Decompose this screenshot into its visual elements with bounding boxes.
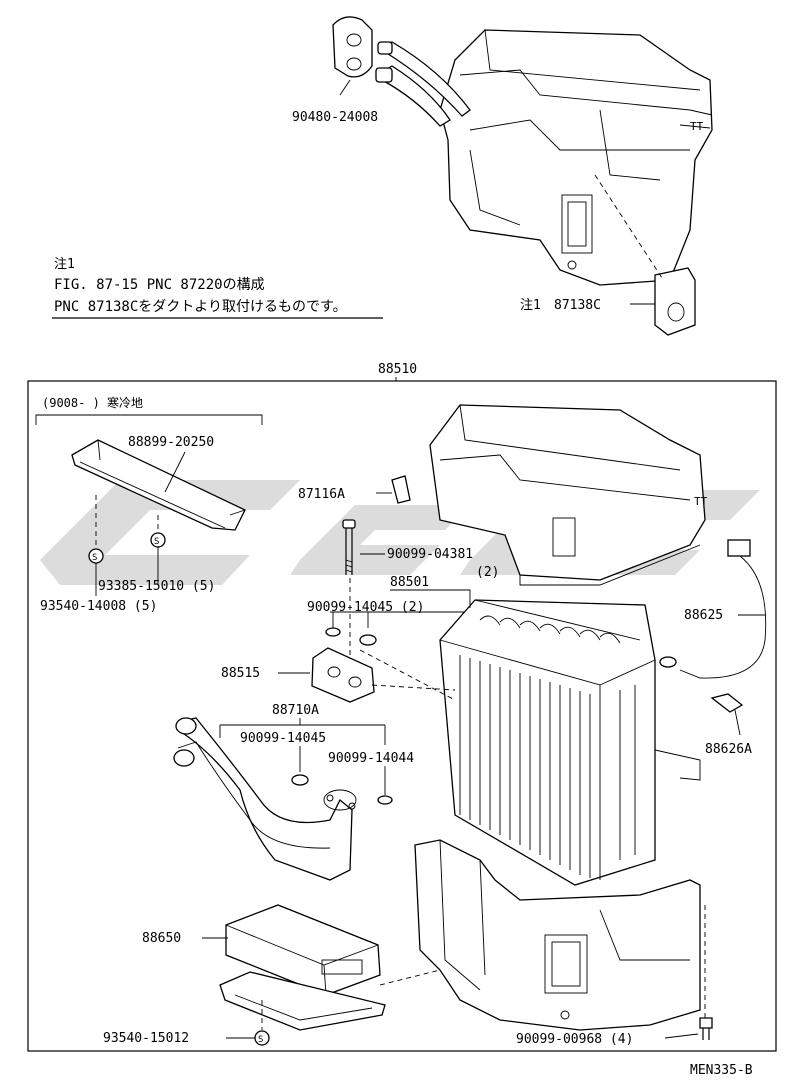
amplifier-bracket-part — [219, 971, 386, 1031]
svg-text:S: S — [154, 537, 159, 547]
cold-region-bracket — [35, 414, 263, 425]
label-oring-a: 90099-14045 — [240, 731, 326, 746]
oring-right — [359, 634, 377, 646]
drawing-code: MEN335-B — [690, 1063, 753, 1078]
label-oring-b: 90099-14044 — [328, 751, 414, 766]
label-connector: 88626A — [705, 742, 752, 757]
label-oring-pair: 90099-14045 (2) — [307, 600, 424, 615]
label-grommet: 90480-24008 — [292, 110, 378, 125]
evaporator-fins — [459, 615, 621, 878]
grommet-part — [332, 16, 373, 78]
oring-left — [325, 627, 341, 637]
svg-text:S: S — [92, 553, 97, 563]
leader-screw-d — [664, 1033, 699, 1039]
label-bracket: 87138C — [554, 298, 601, 313]
leader-oring-pair — [330, 611, 465, 628]
thermistor-part — [659, 539, 767, 679]
note-line-3: PNC 87138Cをダクトより取付けるものです。 — [54, 299, 347, 315]
dashed-line-amplifier — [379, 969, 441, 986]
top-duct-assembly: TT — [439, 29, 713, 286]
bolt-part — [342, 519, 356, 575]
valve-part — [311, 647, 375, 703]
label-clip: 87116A — [298, 487, 345, 502]
leader-tube — [219, 718, 386, 745]
label-plate: 88899-20250 — [128, 435, 214, 450]
label-thermistor: 88625 — [684, 608, 723, 623]
leader-grommet — [339, 79, 351, 96]
leader-plate — [164, 451, 186, 493]
note-line-2: FIG. 87-15 PNC 87220の構成 — [54, 277, 265, 293]
connector-part — [710, 693, 744, 736]
label-evaporator: 88501 — [390, 575, 429, 590]
svg-text:TT: TT — [690, 120, 704, 133]
label-tube: 88710A — [272, 703, 319, 718]
note-line-1: 注1 — [54, 257, 75, 272]
leader-screws — [95, 547, 159, 596]
note-block: 注1 FIG. 87-15 PNC 87220の構成 PNC 87138Cをダク… — [52, 257, 383, 319]
label-bolt-qty: (2) — [476, 565, 499, 580]
assembly-frame — [27, 380, 777, 1052]
svg-text:S: S — [258, 1035, 263, 1045]
tube-part — [173, 717, 357, 881]
dashed-line-valve — [371, 684, 456, 691]
screw-d-part — [699, 905, 713, 1040]
label-screw-a: 93385-15010 (5) — [98, 579, 215, 594]
label-note-ref: 注1 — [520, 298, 541, 313]
label-bolt: 90099-04381 — [387, 547, 473, 562]
oring-a — [291, 774, 309, 786]
evaporator-part — [439, 599, 656, 886]
screw-a-symbol: S — [150, 515, 166, 548]
dashed-line-bracket — [594, 174, 663, 279]
bracket-part — [654, 267, 696, 336]
label-valve: 88515 — [221, 666, 260, 681]
cold-region-label: (9008- ) 寒冷地 — [42, 395, 143, 410]
oring-b — [377, 795, 393, 805]
label-screw-b: 93540-14008 (5) — [40, 599, 157, 614]
leader-evaporator — [390, 589, 471, 608]
lower-case-part — [414, 749, 701, 1031]
label-screw-d: 90099-00968 (4) — [516, 1032, 633, 1047]
label-amplifier: 88650 — [142, 931, 181, 946]
svg-text:TT: TT — [694, 495, 708, 508]
label-screw-c: 93540-15012 — [103, 1031, 189, 1046]
label-assembly: 88510 — [378, 362, 417, 377]
plate-part — [71, 439, 246, 531]
top-hoses — [375, 41, 471, 127]
clip-part — [391, 475, 411, 504]
upper-case-part: TT — [429, 404, 708, 586]
